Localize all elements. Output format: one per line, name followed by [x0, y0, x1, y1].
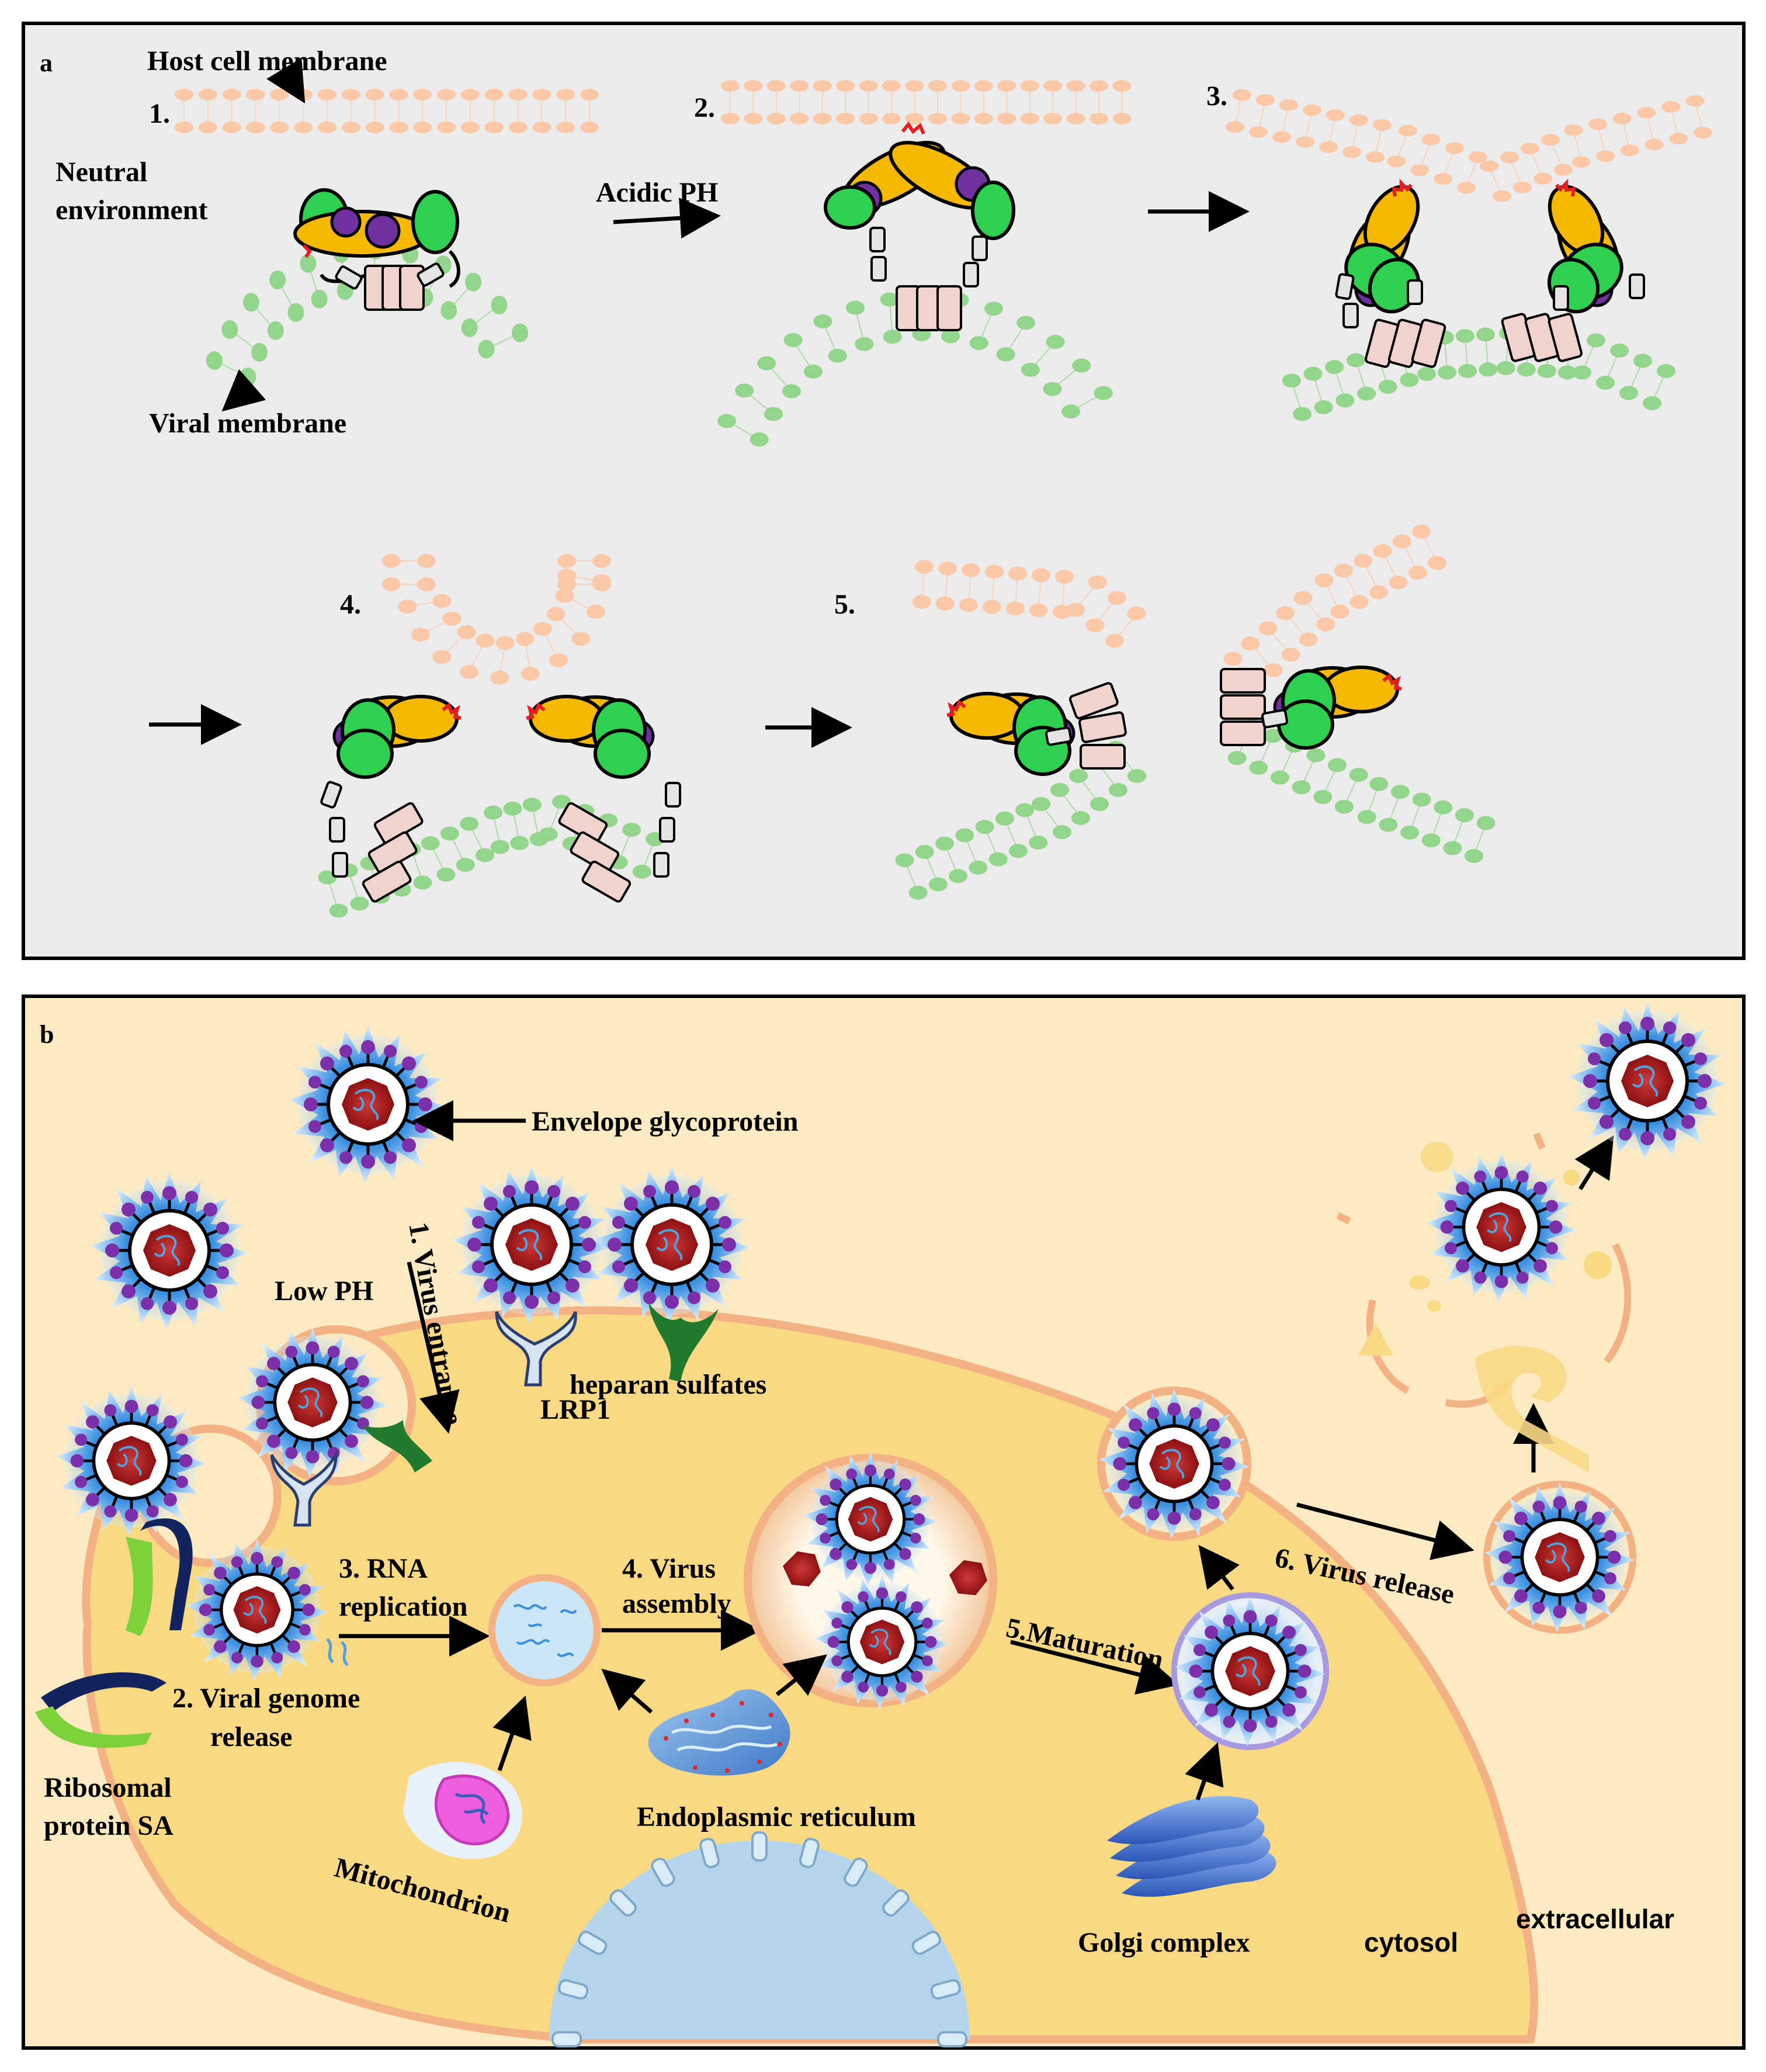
envelope-glycoprotein-label: Envelope glycoprotein [532, 1106, 798, 1137]
golgi-to-vesicle-arrow [1185, 1742, 1224, 1801]
step-5-label: 5. [834, 589, 855, 620]
panel-b: b Envelope glycoprotein LRP1 heparan sul… [22, 995, 1746, 2050]
nuclear-pores [551, 1831, 967, 2047]
vesicle-to-membrane-arrow [1198, 1544, 1240, 1591]
ribosomal-label-line1: Ribosomal [44, 1772, 172, 1803]
acidic-ph-label: Acidic PH [596, 177, 718, 208]
lrp1-receptor [495, 1311, 577, 1387]
golgi-complex [1107, 1796, 1276, 1897]
neutral-label-line2: environment [55, 195, 207, 226]
golgi-label: Golgi complex [1078, 1927, 1250, 1958]
viral-membrane-step-5 [895, 719, 1496, 900]
viral-membrane-step-2 [717, 290, 1113, 447]
mitochondrion-cristae [454, 1792, 489, 1824]
genome-rna-fragment [326, 1638, 349, 1666]
maturation-arrow [1010, 1640, 1179, 1695]
host-membrane-step-2 [721, 80, 1132, 124]
rna-replication-line2: replication [339, 1591, 467, 1622]
capsid-1 [783, 1551, 821, 1586]
lrp1-receptor-in-pit [270, 1449, 338, 1527]
host-membrane-step-4 [382, 554, 611, 685]
nucleus [549, 1841, 970, 2039]
replication-vesicle [488, 1574, 601, 1686]
er-to-replication-arrow [601, 1668, 653, 1714]
ribosomal-label-line2: protein SA [44, 1810, 174, 1841]
step-1-label: 1. [149, 98, 170, 129]
panel-a: a Host cell membrane 1. Neutral environm… [22, 22, 1746, 960]
step-2-label: 2. [694, 92, 715, 123]
heparan-label: heparan sulfates [570, 1369, 766, 1400]
heparan-receptor-in-pit [362, 1420, 432, 1472]
mito-to-replication-arrow [492, 1695, 532, 1772]
host-membrane-step-3 [1226, 89, 1712, 202]
low-ph-label: Low PH [275, 1276, 373, 1307]
mitochondrion-inner [434, 1774, 510, 1846]
ribosomal-protein-sa-dark-bound [140, 1518, 193, 1630]
glycoprotein-extended [824, 121, 1015, 331]
extracellular-label: extracellular [1516, 1904, 1674, 1934]
endoplasmic-reticulum [648, 1689, 790, 1776]
neutral-label-line1: Neutral [55, 157, 147, 188]
ribosomal-protein-sa-bound [126, 1537, 153, 1636]
virus-release-arrow [1296, 1502, 1474, 1560]
virus-entrance-arrow [407, 1262, 460, 1434]
viral-membrane-pointer [221, 369, 266, 412]
acidic-ph-arrow [613, 198, 721, 239]
virus-assembly-line2: assembly [622, 1588, 731, 1619]
host-membrane-label: Host cell membrane [147, 46, 387, 77]
host-membrane-pointer [266, 57, 306, 104]
capsid-2 [949, 1560, 987, 1595]
cytosol-label: cytosol [1364, 1927, 1458, 1957]
step-3-label: 3. [1206, 81, 1227, 112]
er-to-assembly-arrow [775, 1654, 827, 1696]
genome-release-line1: 2. Viral genome [172, 1683, 360, 1714]
rna-replication-line1: 3. RNA [339, 1553, 428, 1584]
viral-membrane-label: Viral membrane [149, 408, 346, 439]
genome-release-line2: release [210, 1721, 292, 1752]
er-label: Endoplasmic reticulum [637, 1801, 916, 1832]
glycoprotein-prefusion [293, 188, 460, 311]
step-4-label: 4. [340, 589, 361, 620]
lrp1-label: LRP1 [540, 1394, 610, 1425]
panel-a-letter: a [40, 48, 53, 77]
ribosomal-protein-sa [35, 1706, 152, 1748]
virus-assembly-line1: 4. Virus [622, 1553, 716, 1584]
release-final-arrow [1574, 1135, 1614, 1190]
ribosomal-protein-sa-dark [41, 1672, 166, 1712]
heparan-sulfate-receptor [648, 1303, 719, 1382]
panel-b-letter: b [40, 1020, 54, 1049]
replicating-rna [513, 1604, 577, 1657]
